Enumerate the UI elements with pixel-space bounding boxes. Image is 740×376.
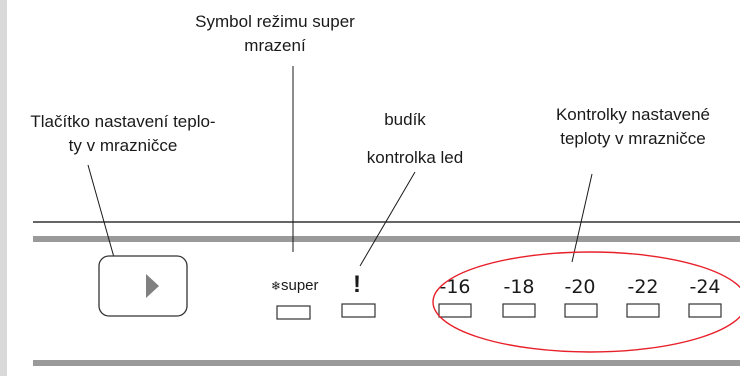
leader-line-ice-light xyxy=(359,171,416,267)
super-symbol-label: Symbol režimu super mrazení xyxy=(170,10,380,58)
alarm-label: budík xyxy=(384,110,426,129)
temp-label-24: -24 xyxy=(689,276,720,298)
temp-label-22: -22 xyxy=(627,276,658,298)
alarm-indicator xyxy=(341,303,376,318)
left-border-strip xyxy=(0,0,7,376)
temp-led-16 xyxy=(438,303,472,318)
temp-button-label: Tlačítko nastavení teplo- ty v mrazničce xyxy=(0,110,246,158)
temp-indicator-24: -24 xyxy=(688,276,722,318)
alarm-exclamation-icon: ! xyxy=(353,271,361,298)
ice-light-label: kontrolka led xyxy=(366,148,464,167)
temp-label-18: -18 xyxy=(503,276,534,298)
temp-indicators-highlight-ellipse xyxy=(432,251,740,353)
temp-indicators-label: Kontrolky nastavené teploty v mrazničce xyxy=(530,103,736,151)
snowflake-icon: ❄ xyxy=(271,279,281,293)
temp-label-20: -20 xyxy=(564,276,595,298)
temp-label-16: -16 xyxy=(439,276,470,298)
temp-led-24 xyxy=(688,303,722,318)
panel-lower-bar xyxy=(33,360,740,366)
super-symbol-label-line2: mrazení xyxy=(244,36,306,55)
super-mode-label: super xyxy=(281,277,319,294)
temp-indicators-label-line1: Kontrolky nastavené xyxy=(555,105,711,124)
temp-led-20 xyxy=(564,303,598,318)
temp-indicator-16: -16 xyxy=(438,276,472,318)
temp-setting-button[interactable] xyxy=(98,255,188,317)
super-mode-indicator xyxy=(276,305,311,320)
super-symbol-label-line1: Symbol režimu super xyxy=(195,12,355,31)
temp-indicator-22: -22 xyxy=(626,276,660,318)
leader-line-temp-indicators xyxy=(571,173,593,263)
temp-indicator-20: -20 xyxy=(564,276,598,318)
temp-button-label-line2: ty v mrazničce xyxy=(68,136,178,155)
temp-button-label-line1: Tlačítko nastavení teplo- xyxy=(30,112,216,131)
play-triangle-icon xyxy=(146,274,159,298)
temp-indicator-18: -18 xyxy=(502,276,536,318)
temp-led-18 xyxy=(502,303,536,318)
temp-indicators-label-line2: teploty v mrazničce xyxy=(560,129,706,148)
panel-upper-bar xyxy=(33,236,740,242)
temp-led-22 xyxy=(626,303,660,318)
